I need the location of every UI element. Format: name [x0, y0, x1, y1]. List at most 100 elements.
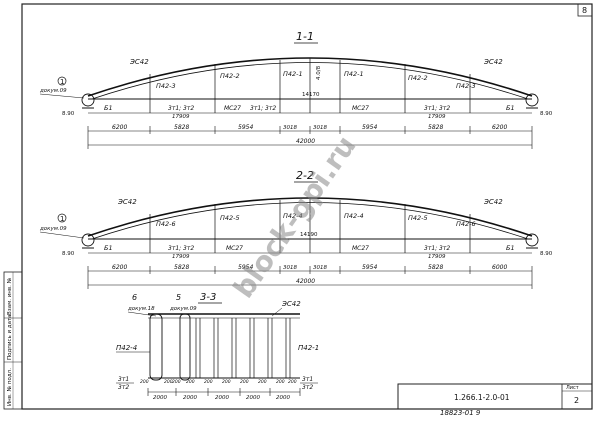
section-3-left-bottom: 3т1 [118, 376, 129, 383]
section-1-dim: 5828 [428, 124, 443, 131]
section-1-panel-label: П42-1 [344, 70, 364, 78]
section-1-sub-dim: 17909 [172, 114, 190, 120]
section-3-marker-left-number: 6 [132, 293, 137, 302]
footer-number: 18823-01 9 [440, 409, 481, 417]
section-3-small-dim: 200 [204, 379, 213, 385]
section-2-support-number: 1 [60, 215, 64, 223]
section-3-small-dim: 200 [258, 379, 267, 385]
section-2-panel-label: П42-4 [283, 212, 303, 220]
section-2-dim: 3018 [283, 265, 297, 271]
section-3-3: 3-3 6 докум.18 5 докум.09 ЭС42 П42-4 П42… [116, 292, 319, 401]
section-3-small-dim: 200 [222, 379, 231, 385]
side-stamp-replaced: Взам. инв. № [7, 277, 13, 315]
section-2-dim: 3018 [313, 265, 327, 271]
section-3-left-panel: П42-4 [116, 344, 137, 352]
title-block: 1.266.1-2.0-01 Лист 2 [397, 383, 593, 410]
section-2-arch-label-right: ЭС42 [483, 198, 503, 206]
section-3-small-dim: 200 [288, 379, 297, 385]
section-3-title: 3-3 [200, 292, 216, 303]
section-3-left-bottom: 3т2 [118, 384, 129, 391]
section-1-mid-label: МС27 [352, 105, 369, 112]
title-block-sheet-number: 2 [574, 396, 579, 405]
section-2-mid-label: МС27 [226, 245, 243, 252]
section-1-panel-label: П42-3 [156, 82, 176, 90]
section-3-right-bottom: 3т2 [302, 384, 313, 391]
section-2-total: 42000 [296, 278, 315, 285]
section-3-bottom-dim: 2000 [183, 395, 197, 401]
section-2-panel-label: П42-5 [408, 214, 428, 222]
section-2-mid-label: МС27 [352, 245, 369, 252]
section-1-dim: 5954 [362, 124, 377, 131]
section-1-dim: 5828 [174, 124, 189, 131]
section-1-title: 1-1 [296, 30, 314, 43]
section-1-1: 1-1 1 докум.09 8.90 8.90 ЭС42 [39, 30, 553, 149]
section-3-small-dim: 200 [140, 379, 149, 385]
section-2-panel-label: П42-4 [344, 212, 364, 220]
section-2-dim: 5954 [362, 264, 377, 271]
section-1-dim: 3018 [283, 125, 297, 131]
section-2-right-elev: 8.90 [540, 251, 553, 257]
section-1-mid-label: 3т1; 3т2 [424, 105, 450, 112]
section-1-panel-label: П42-1 [283, 70, 303, 78]
section-2-title: 2-2 [296, 169, 314, 182]
section-3-small-dim: 200 [172, 379, 181, 385]
title-block-sheet-label: Лист [566, 385, 579, 391]
section-2-mid-label: 3т1; 3т2 [424, 245, 450, 252]
section-3-right-panel: П42-1 [298, 344, 319, 352]
section-3-small-dim: 200 [240, 379, 249, 385]
section-1-support-number: 1 [60, 78, 64, 86]
section-3-right-label: ЭС42 [281, 300, 301, 308]
watermark: block-gpi.ru [227, 130, 363, 304]
section-1-dim: 3018 [313, 125, 327, 131]
section-1-right-elev: 8.90 [540, 111, 553, 117]
section-3-marker-mid-number: 5 [176, 293, 181, 302]
section-1-total: 42000 [296, 138, 315, 145]
section-2-support-ref: докум.09 [39, 226, 67, 232]
section-2-beam-left: Б1 [104, 244, 113, 252]
section-3-marker-mid-ref: докум.09 [169, 306, 197, 312]
side-stamp-inventory: Инв. № подл. [7, 368, 13, 406]
section-2-left-elev: 8.90 [62, 251, 75, 257]
section-1-sub-dim: 17909 [428, 114, 446, 120]
section-2-sub-dim: 17909 [428, 254, 446, 260]
section-1-arch-label-right: ЭС42 [483, 58, 503, 66]
section-2-arch-label-left: ЭС42 [117, 198, 137, 206]
section-3-bottom-dim: 2000 [276, 395, 290, 401]
section-2-dim: 6200 [112, 264, 127, 271]
section-2-center-span: 14190 [300, 232, 318, 238]
title-block-code: 1.266.1-2.0-01 [454, 393, 510, 402]
section-1-mid-label: 3т1; 3т2 [168, 105, 194, 112]
section-1-dim: 6200 [492, 124, 507, 131]
section-2-2: 2-2 1 докум.09 8.90 8.90 ЭС42 ЭС42 П42-6… [39, 169, 553, 289]
section-1-left-elev: 8.90 [62, 111, 75, 117]
section-2-dim: 6000 [492, 264, 507, 271]
section-1-beam-right: Б1 [506, 104, 515, 112]
section-1-beam-left: Б1 [104, 104, 113, 112]
section-3-bottom-dim: 2000 [153, 395, 167, 401]
page-corner-number: 8 [582, 6, 587, 15]
section-2-panel-label: П42-6 [456, 220, 476, 228]
section-1-panel-label: П42-2 [220, 72, 240, 80]
section-2-dim: 5954 [238, 264, 253, 271]
section-3-small-dim: 200 [186, 379, 195, 385]
section-1-mid-label: МС27 [224, 105, 241, 112]
section-1-center-height: 4.0/8 [316, 65, 322, 80]
section-2-dim: 5828 [174, 264, 189, 271]
section-2-panel-label: П42-5 [220, 214, 240, 222]
section-3-bottom-dim: 2000 [246, 395, 260, 401]
section-3-bottom-dim: 2000 [215, 395, 229, 401]
section-1-mid-label: 3т1; 3т2 [250, 105, 276, 112]
section-1-dim: 6200 [112, 124, 127, 131]
section-1-panel-label: П42-3 [456, 82, 476, 90]
section-2-panel-label: П42-6 [156, 220, 176, 228]
section-2-beam-right: Б1 [506, 244, 515, 252]
section-2-mid-label: 3т1; 3т2 [168, 245, 194, 252]
section-2-dim: 5828 [428, 264, 443, 271]
section-3-marker-left-ref: докум.18 [127, 306, 155, 312]
section-1-panel-label: П42-2 [408, 74, 428, 82]
section-1-support-ref: докум.09 [39, 88, 67, 94]
section-1-arch-label-left: ЭС42 [129, 58, 149, 66]
section-2-sub-dim: 17909 [172, 254, 190, 260]
